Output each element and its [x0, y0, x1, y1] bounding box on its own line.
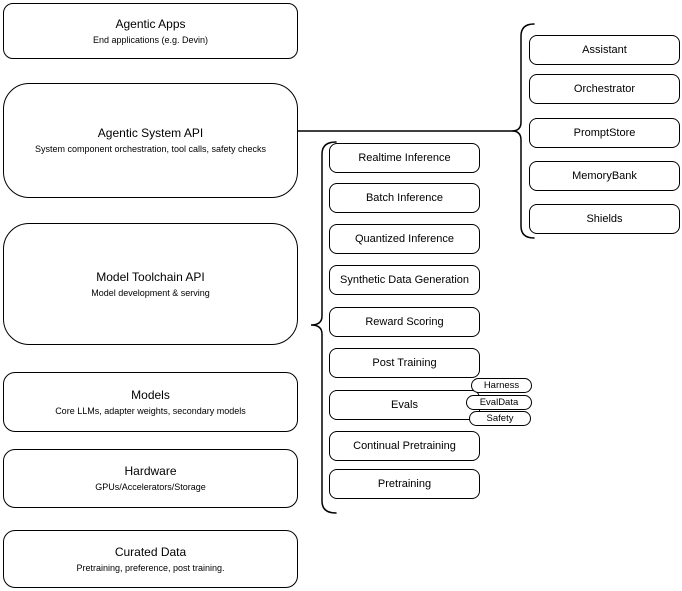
evals-tag-evaldata: EvalData	[466, 395, 532, 410]
layer-models: Models Core LLMs, adapter weights, secon…	[3, 372, 298, 432]
layer-title: Agentic Apps	[115, 16, 186, 31]
system-node-assistant: Assistant	[529, 35, 680, 65]
evals-tag-safety: Safety	[469, 411, 531, 426]
layer-subtitle: Model development & serving	[91, 287, 210, 298]
layer-subtitle: System component orchestration, tool cal…	[34, 144, 267, 154]
toolchain-node-evals: Evals	[329, 390, 480, 420]
toolchain-node-reward-scoring: Reward Scoring	[329, 307, 480, 337]
system-node-promptstore: PromptStore	[529, 118, 680, 148]
toolchain-node-continual-pretraining: Continual Pretraining	[329, 431, 480, 461]
system-node-shields: Shields	[529, 204, 680, 234]
layer-title: Models	[131, 387, 170, 402]
toolchain-node-batch-inference: Batch Inference	[329, 183, 480, 213]
layer-title: Model Toolchain API	[96, 269, 205, 284]
layer-hardware: Hardware GPUs/Accelerators/Storage	[3, 449, 298, 508]
layer-subtitle: Pretraining, preference, post training.	[76, 562, 225, 573]
toolchain-node-realtime-inference: Realtime Inference	[329, 143, 480, 173]
system-node-memorybank: MemoryBank	[529, 161, 680, 191]
layer-subtitle: Core LLMs, adapter weights, secondary mo…	[55, 405, 246, 416]
layer-agentic-apps: Agentic Apps End applications (e.g. Devi…	[3, 3, 298, 59]
layer-subtitle: End applications (e.g. Devin)	[92, 34, 209, 45]
layer-title: Hardware	[124, 464, 177, 478]
layer-title: Curated Data	[114, 544, 187, 559]
layer-title: Agentic System API	[97, 126, 204, 140]
layer-subtitle: GPUs/Accelerators/Storage	[95, 482, 206, 492]
toolchain-node-quantized-inference: Quantized Inference	[329, 224, 480, 254]
toolchain-node-post-training: Post Training	[329, 348, 480, 378]
system-node-orchestrator: Orchestrator	[529, 74, 680, 104]
layer-curated-data: Curated Data Pretraining, preference, po…	[3, 530, 298, 588]
evals-tag-harness: Harness	[471, 378, 532, 393]
layer-model-toolchain-api: Model Toolchain API Model development & …	[3, 223, 298, 345]
layer-agentic-system-api: Agentic System API System component orch…	[3, 83, 298, 198]
toolchain-node-synthetic-data-generation: Synthetic Data Generation	[329, 265, 480, 295]
toolchain-node-pretraining: Pretraining	[329, 469, 480, 499]
